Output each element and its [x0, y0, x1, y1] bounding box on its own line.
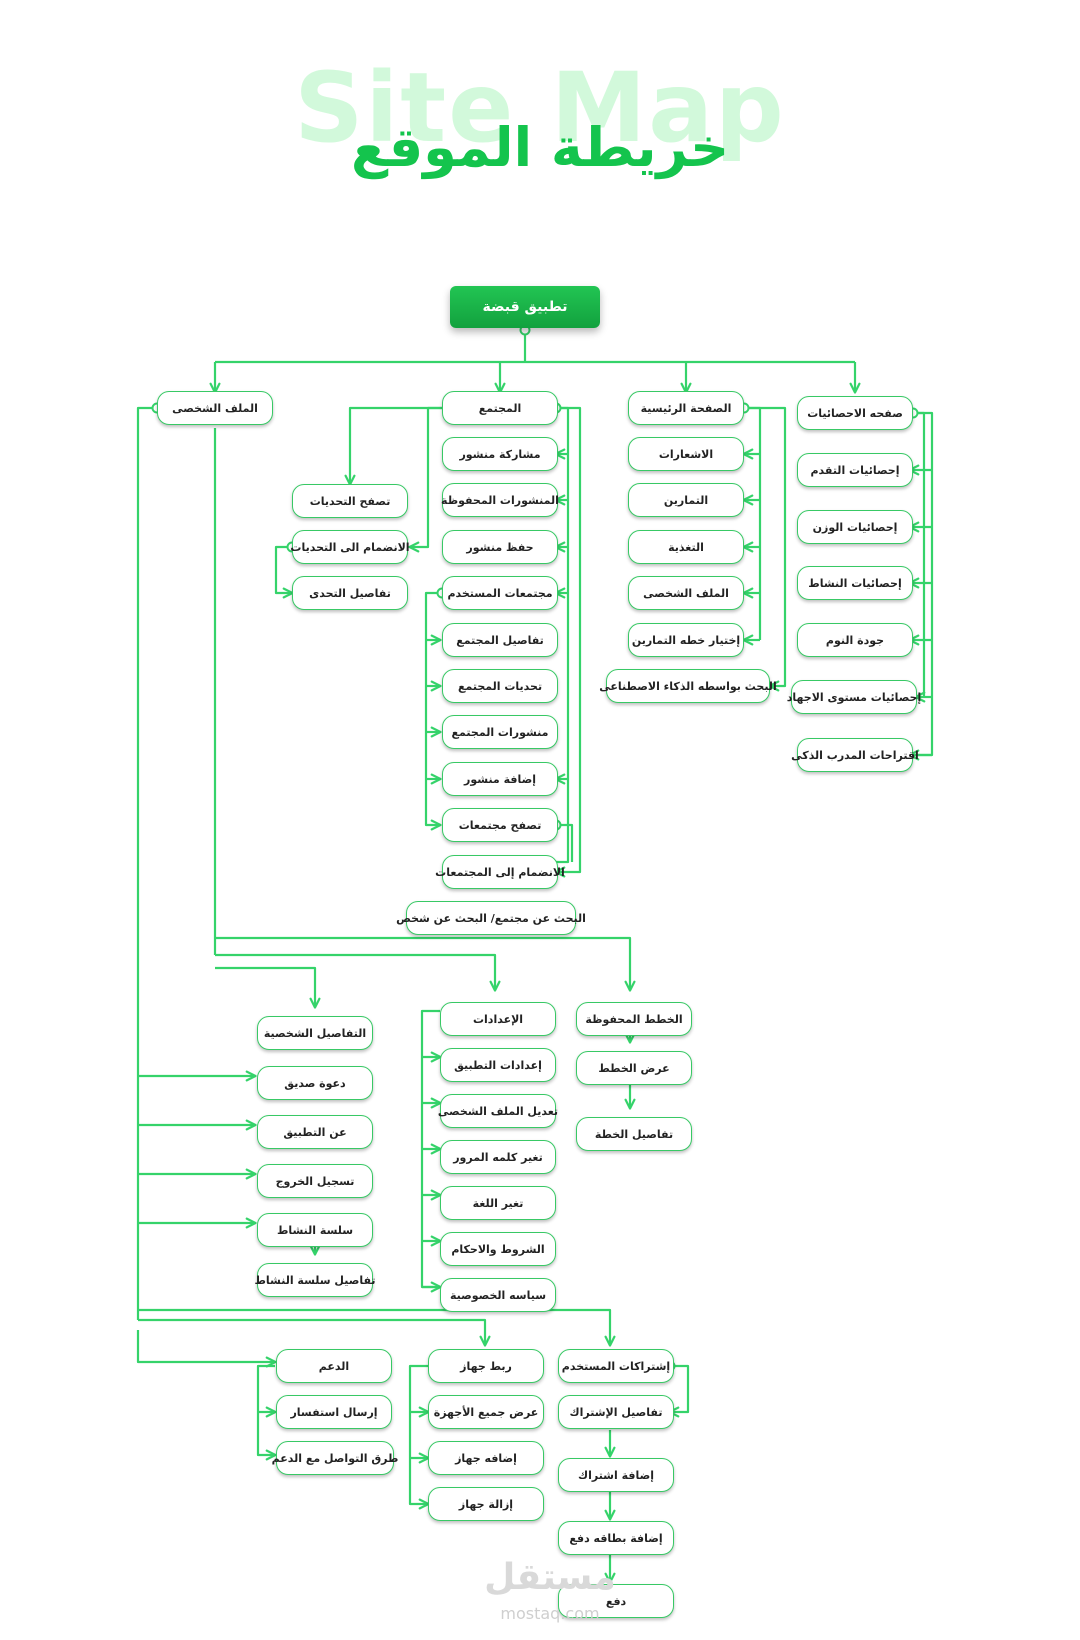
node-terms: الشروط والاحكام — [440, 1232, 556, 1266]
node-activity-chain: سلسة النشاط — [257, 1213, 373, 1247]
node-join-communities: الانضمام إلى المجتمعات — [435, 855, 565, 889]
node-link-device: ربط جهاز — [428, 1349, 544, 1383]
node-view-devices: عرض جميع الأجهزة — [428, 1395, 544, 1429]
background-title: Site Map — [294, 52, 786, 164]
node-about-app: عن التطبيق — [257, 1115, 373, 1149]
node-coach: اقتراحات المدرب الذكى — [791, 738, 919, 772]
node-search-community: البحث عن مجتمع/ البحث عن شخص — [396, 901, 586, 935]
node-activity-chain-details: تفاصيل سلسة النشاط — [254, 1263, 376, 1297]
node-nutrition: التغذية — [628, 530, 744, 564]
node-saved-posts: المنشورات المحفوظة — [441, 483, 559, 517]
node-add-post: إضافة منشور — [442, 762, 558, 796]
node-home-profile: الملف الشخصى — [628, 576, 744, 610]
node-community: المجتمع — [442, 391, 558, 425]
node-contact-methods: طرق التواصل مع الدعم — [272, 1441, 398, 1475]
node-home: الصفحة الرئيسية — [628, 391, 744, 425]
node-subscriptions: إشتراكات المستخدم — [558, 1349, 674, 1383]
node-settings: الإعدادات — [440, 1002, 556, 1036]
node-change-password: تغير كلمه المرور — [440, 1140, 556, 1174]
node-profile: الملف الشخصى — [157, 391, 273, 425]
watermark-site: mostaq.com — [500, 1604, 600, 1623]
node-add-card: إضافة بطاقه دفع — [558, 1521, 674, 1555]
node-saved-plans: الخطط المحفوظة — [576, 1002, 692, 1036]
node-pay: دفع — [558, 1584, 674, 1618]
node-exercises: التمارين — [628, 483, 744, 517]
node-stress: إحصائيات مستوى الاجهاد — [787, 680, 921, 714]
node-user-communities: مجتمعات المستخدم — [442, 576, 558, 610]
node-invite-friend: دعوة صديق — [257, 1066, 373, 1100]
page-title: خريطة الموقع — [350, 116, 730, 179]
node-notifications: الاشعارات — [628, 437, 744, 471]
node-community-challenges: تحديات المجتمع — [442, 669, 558, 703]
node-activity-stats: إحصائيات النشاط — [797, 566, 913, 600]
node-challenge-details: تفاصيل التحدى — [292, 576, 408, 610]
node-change-language: تغير اللغة — [440, 1186, 556, 1220]
node-send-inquiry: إرسال استفسار — [276, 1395, 392, 1429]
node-app-settings: إعدادات التطبيق — [440, 1048, 556, 1082]
node-privacy: سياسه الخصوصية — [440, 1278, 556, 1312]
node-plan-choice: إختيار خطه التمارين — [628, 623, 744, 657]
node-subscription-details: تفاصيل الإشتراك — [558, 1395, 674, 1429]
node-progress: إحصائيات التقدم — [797, 453, 913, 487]
node-community-details: تفاصيل المجتمع — [442, 623, 558, 657]
root-node: تطبيق قبضة — [450, 286, 600, 328]
node-add-device: إضافه جهاز — [428, 1441, 544, 1475]
node-ai-search: البحث بواسطه الذكاء الاصطناعى — [599, 669, 777, 703]
node-plan-details: تفاصيل الخطة — [576, 1117, 692, 1151]
node-support: الدعم — [276, 1349, 392, 1383]
node-add-subscription: إضافة اشتراك — [558, 1458, 674, 1492]
node-stats: صفحه الاحصائيات — [797, 396, 913, 430]
node-remove-device: إزالة جهاز — [428, 1487, 544, 1521]
node-sleep: جودة النوم — [797, 623, 913, 657]
node-logout: تسجيل الخروج — [257, 1164, 373, 1198]
node-edit-profile: تعديل الملف الشخصى — [438, 1094, 558, 1128]
node-browse-communities: تصفح مجتمعات — [442, 808, 558, 842]
watermark-logo: مستقل — [484, 1557, 616, 1598]
node-share-post: مشاركة منشور — [442, 437, 558, 471]
node-personal-details: التفاصيل الشخصية — [257, 1016, 373, 1050]
node-weight: إحصائيات الوزن — [797, 510, 913, 544]
node-save-post: حفظ منشور — [442, 530, 558, 564]
node-community-posts: منشورات المجتمع — [442, 715, 558, 749]
node-join-challenges: الانضمام الى التحديات — [290, 530, 410, 564]
node-browse-challenges: تصفح التحديات — [292, 484, 408, 518]
node-view-plans: عرض الخطط — [576, 1051, 692, 1085]
